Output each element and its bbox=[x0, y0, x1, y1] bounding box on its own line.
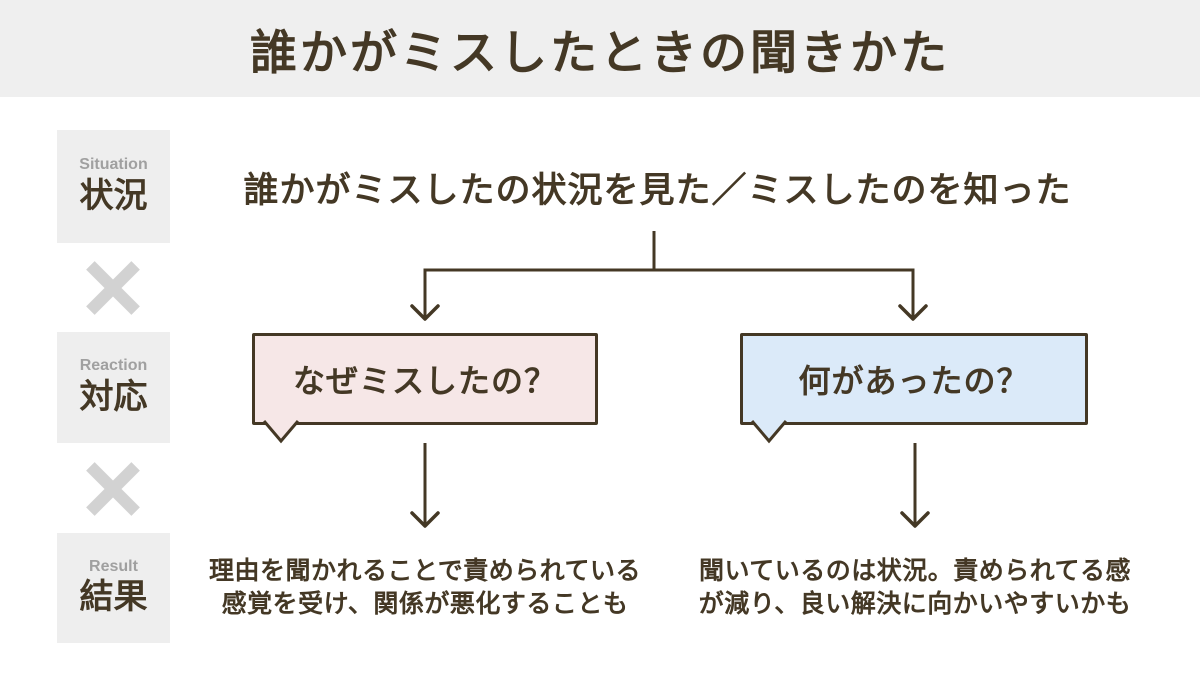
rail-step-reaction-en-label: Reaction bbox=[79, 357, 148, 375]
arrowhead-down-icon bbox=[410, 304, 440, 321]
multiply-icon bbox=[85, 461, 141, 517]
connector-branch-line bbox=[423, 268, 915, 318]
multiply-icon bbox=[85, 260, 141, 316]
rail-step-situation: Situation 状況 bbox=[57, 130, 170, 243]
result-text-right-line1: 聞いているのは状況。責められてる感 bbox=[698, 557, 1131, 585]
result-text-left-line2: 感覚を受け、関係が悪化することも bbox=[221, 590, 629, 618]
rail-step-situation-ja-label: 状況 bbox=[79, 176, 148, 215]
trigger-text: 誰かがミスしたの状況を見た／ミスしたのを知った bbox=[243, 171, 1072, 210]
question-bubble-right-label: 何があったの？ bbox=[798, 363, 1030, 399]
question-bubble-left-label: なぜミスしたの？ bbox=[292, 363, 557, 399]
rail-step-reaction-ja-label: 対応 bbox=[79, 377, 148, 416]
rail-step-result-en-label: Result bbox=[89, 557, 138, 575]
result-text-right: 聞いているのは状況。責められてる感 が減り、良い解決に向かいやすいかも bbox=[685, 555, 1145, 621]
page-title: 誰かがミスしたときの聞きかた bbox=[250, 26, 950, 79]
question-bubble-left: なぜミスしたの？ bbox=[252, 333, 598, 425]
result-text-left-line1: 理由を聞かれることで責められている bbox=[208, 557, 641, 585]
arrowhead-down-icon bbox=[410, 511, 440, 528]
rail-step-result: Result 結果 bbox=[57, 533, 170, 643]
result-text-left: 理由を聞かれることで責められている 感覚を受け、関係が悪化することも bbox=[195, 555, 655, 621]
question-bubble-right: 何があったの？ bbox=[740, 333, 1088, 425]
result-text-right-line2: が減り、良い解決に向かいやすいかも bbox=[698, 590, 1132, 618]
rail-step-situation-en-label: Situation bbox=[79, 156, 148, 174]
rail-step-reaction: Reaction 対応 bbox=[57, 332, 170, 443]
rail-step-result-ja-label: 結果 bbox=[79, 578, 148, 617]
arrowhead-down-icon bbox=[900, 511, 930, 528]
arrowhead-down-icon bbox=[898, 304, 928, 321]
header: 誰かがミスしたときの聞きかた bbox=[0, 0, 1200, 97]
